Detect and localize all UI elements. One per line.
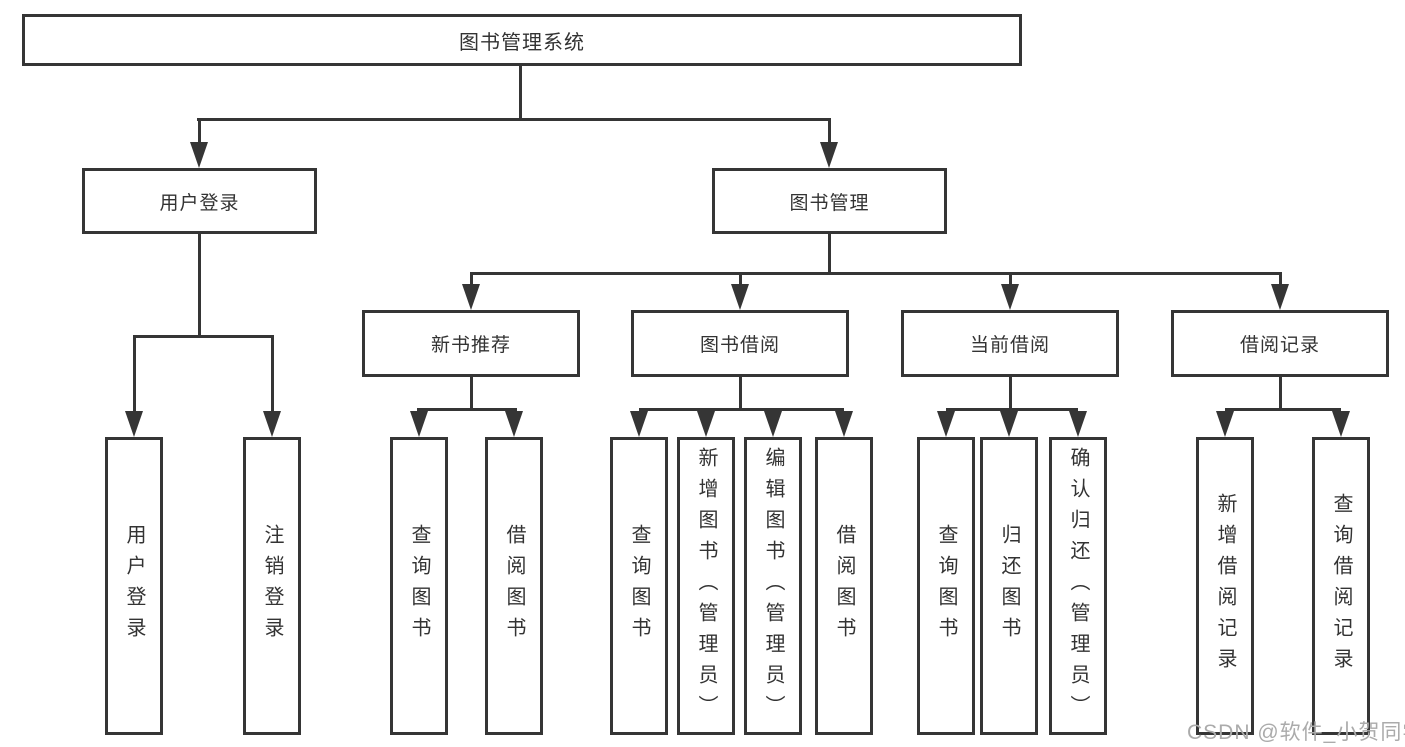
leaf-query-books-borrow: 查询图书 — [610, 437, 668, 735]
arrow-down-icon — [1069, 411, 1087, 437]
leaf-label: 查询借阅记录 — [1330, 493, 1352, 679]
leaf-logout: 注销登录 — [243, 437, 301, 735]
node-book-management: 图书管理 — [712, 168, 947, 234]
connector-line — [1279, 274, 1282, 288]
arrow-down-icon — [505, 411, 523, 437]
leaf-query-books-current: 查询图书 — [917, 437, 975, 735]
root-node: 图书管理系统 — [22, 14, 1022, 66]
leaf-query-books-recommend: 查询图书 — [390, 437, 448, 735]
leaf-user-login: 用户登录 — [105, 437, 163, 735]
connector-line — [198, 232, 201, 338]
connector-line — [828, 120, 831, 148]
leaf-edit-book-admin: 编辑图书（管理员） — [744, 437, 802, 735]
leaf-label: 新增借阅记录 — [1214, 493, 1236, 679]
group-node-new-book-recommend: 新书推荐 — [362, 310, 580, 377]
leaf-label: 查询图书 — [408, 524, 430, 648]
leaf-label: 新增图书（管理员） — [695, 446, 717, 726]
arrow-down-icon — [1216, 411, 1234, 437]
leaf-borrow-books-recommend: 借阅图书 — [485, 437, 543, 735]
connector-line — [1225, 408, 1341, 411]
connector-line — [739, 274, 742, 288]
leaf-label: 确认归还（管理员） — [1067, 446, 1089, 726]
connector-line — [470, 272, 1282, 275]
connector-line — [1279, 375, 1282, 411]
arrow-down-icon — [1001, 284, 1019, 310]
connector-line — [133, 335, 274, 338]
group-node-borrow-records: 借阅记录 — [1171, 310, 1389, 377]
arrow-down-icon — [731, 284, 749, 310]
node-label: 图书借阅 — [699, 335, 780, 356]
node-label: 图书管理 — [789, 192, 870, 214]
group-node-book-borrow: 图书借阅 — [631, 310, 849, 377]
connector-line — [946, 408, 1078, 411]
leaf-confirm-return-admin: 确认归还（管理员） — [1049, 437, 1107, 735]
leaf-add-borrow-record: 新增借阅记录 — [1196, 437, 1254, 735]
leaf-query-borrow-record: 查询借阅记录 — [1312, 437, 1370, 735]
watermark: CSDN @软件_小贺同学 — [1187, 721, 1405, 744]
arrow-down-icon — [937, 411, 955, 437]
arrow-down-icon — [1000, 411, 1018, 437]
root-node-label: 图书管理系统 — [459, 31, 585, 54]
arrow-down-icon — [125, 411, 143, 437]
arrow-down-icon — [1271, 284, 1289, 310]
node-label: 借阅记录 — [1239, 335, 1320, 356]
arrow-down-icon — [820, 142, 838, 168]
arrow-down-icon — [764, 411, 782, 437]
node-label: 新书推荐 — [430, 335, 511, 356]
node-user-login: 用户登录 — [82, 168, 317, 234]
node-label: 用户登录 — [159, 192, 240, 214]
group-node-current-borrow: 当前借阅 — [901, 310, 1119, 377]
connector-line — [1009, 274, 1012, 288]
leaf-label: 查询图书 — [628, 524, 650, 648]
connector-line — [470, 375, 473, 411]
connector-line — [828, 232, 831, 275]
connector-line — [519, 64, 522, 121]
leaf-label: 编辑图书（管理员） — [762, 446, 784, 726]
node-label: 当前借阅 — [969, 335, 1050, 356]
arrow-down-icon — [1332, 411, 1350, 437]
connector-line — [417, 408, 517, 411]
arrow-down-icon — [190, 142, 208, 168]
leaf-label: 用户登录 — [123, 524, 145, 648]
leaf-borrow-books: 借阅图书 — [815, 437, 873, 735]
arrow-down-icon — [263, 411, 281, 437]
connector-line — [470, 274, 473, 288]
connector-line — [1009, 375, 1012, 411]
arrow-down-icon — [462, 284, 480, 310]
leaf-label: 归还图书 — [998, 524, 1020, 648]
leaf-add-book-admin: 新增图书（管理员） — [677, 437, 735, 735]
arrow-down-icon — [835, 411, 853, 437]
arrow-down-icon — [410, 411, 428, 437]
leaf-label: 借阅图书 — [833, 524, 855, 648]
arrow-down-icon — [697, 411, 715, 437]
arrow-down-icon — [630, 411, 648, 437]
leaf-label: 借阅图书 — [503, 524, 525, 648]
connector-line — [739, 375, 742, 411]
connector-line — [639, 408, 844, 411]
leaf-label: 查询图书 — [935, 524, 957, 648]
connector-line — [271, 337, 274, 413]
connector-line — [198, 120, 201, 148]
connector-line — [133, 337, 136, 413]
leaf-return-book: 归还图书 — [980, 437, 1038, 735]
connector-line — [197, 118, 831, 121]
leaf-label: 注销登录 — [261, 524, 283, 648]
